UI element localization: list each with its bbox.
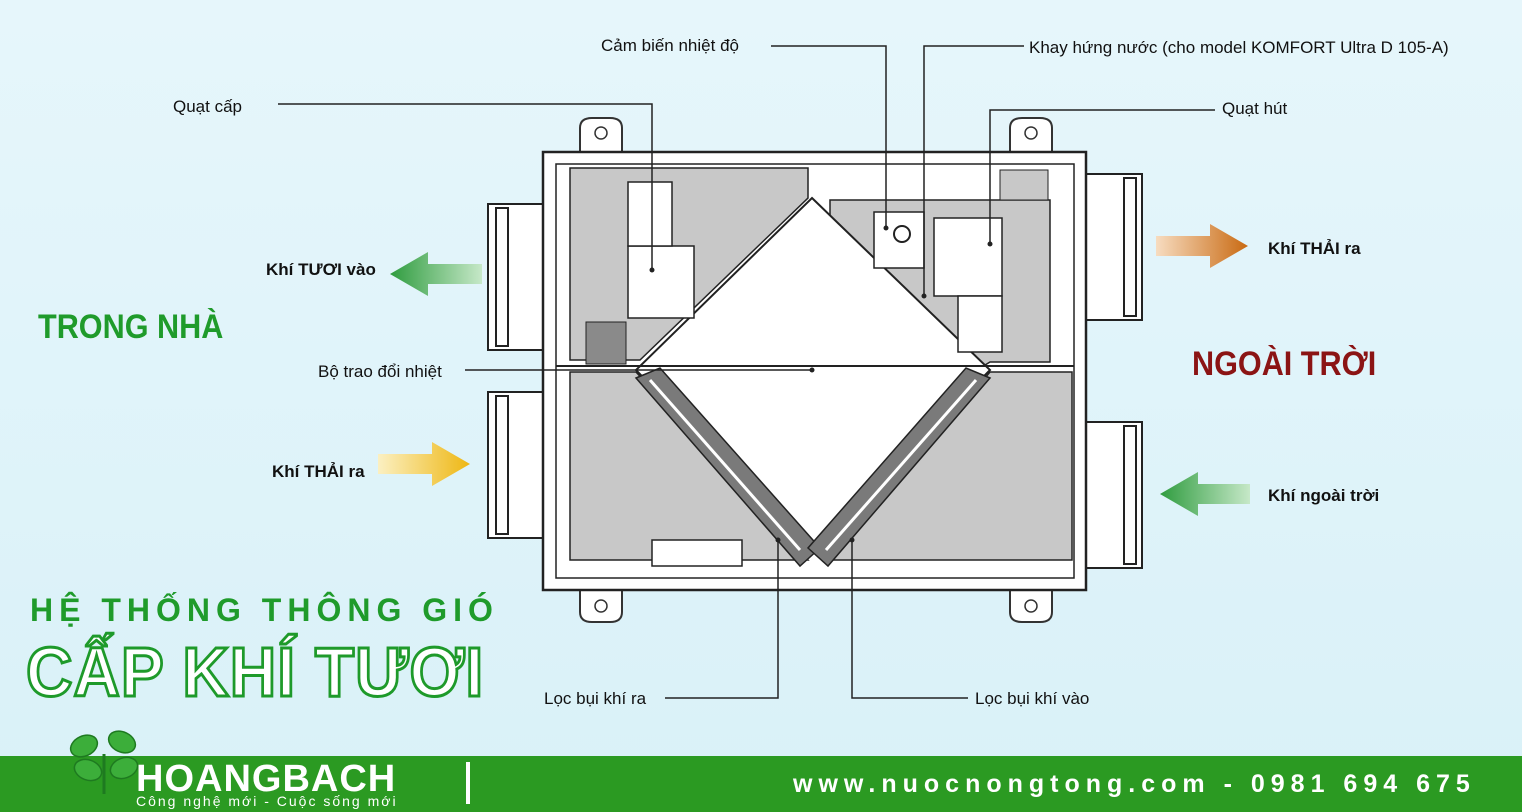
airflow-outdoor-air: Khí ngoài trời	[1268, 486, 1380, 505]
label-heat-exchanger: Bộ trao đổi nhiệt	[318, 362, 442, 381]
airflow-exhaust-room: Khí THẢI ra	[272, 462, 365, 481]
heading-line2: CẤP KHÍ TƯƠI	[25, 632, 485, 713]
label-filter-in: Lọc bụi khí vào	[975, 689, 1090, 708]
leaf-logo-icon	[69, 730, 139, 794]
label-filter-out: Lọc bụi khí ra	[544, 689, 647, 708]
duct-collar	[487, 173, 1143, 569]
label-exhaust-fan: Quạt hút	[1222, 99, 1288, 118]
label-drip-tray: Khay hứng nước (cho model KOMFORT Ultra …	[1029, 38, 1449, 57]
airflow-fresh-in: Khí TƯƠI vào	[266, 260, 376, 279]
label-temp-sensor: Cảm biến nhiệt độ	[601, 36, 739, 55]
arrow-left-icon	[1160, 472, 1250, 516]
brand-tagline: Công nghệ mới - Cuộc sống mới	[136, 793, 398, 809]
label-supply-fan: Quạt cấp	[173, 97, 242, 116]
leader-lines	[278, 45, 1215, 699]
arrow-left-icon	[390, 252, 482, 296]
footer-separator	[466, 762, 470, 804]
contact-info[interactable]: www.nuocnongtong.com - 0981 694 675	[793, 770, 1476, 798]
side-outdoor: NGOÀI TRỜI	[1192, 345, 1377, 383]
airflow-exhaust-out: Khí THẢI ra	[1268, 239, 1361, 258]
side-indoor: TRONG NHÀ	[38, 308, 224, 346]
brand-name: HOANGBACH	[136, 758, 397, 800]
arrow-right-icon	[1156, 224, 1248, 268]
footer-bar	[0, 756, 1522, 812]
heading-line1: HỆ THỐNG THÔNG GIÓ	[30, 592, 499, 628]
arrow-right-icon	[378, 442, 470, 486]
